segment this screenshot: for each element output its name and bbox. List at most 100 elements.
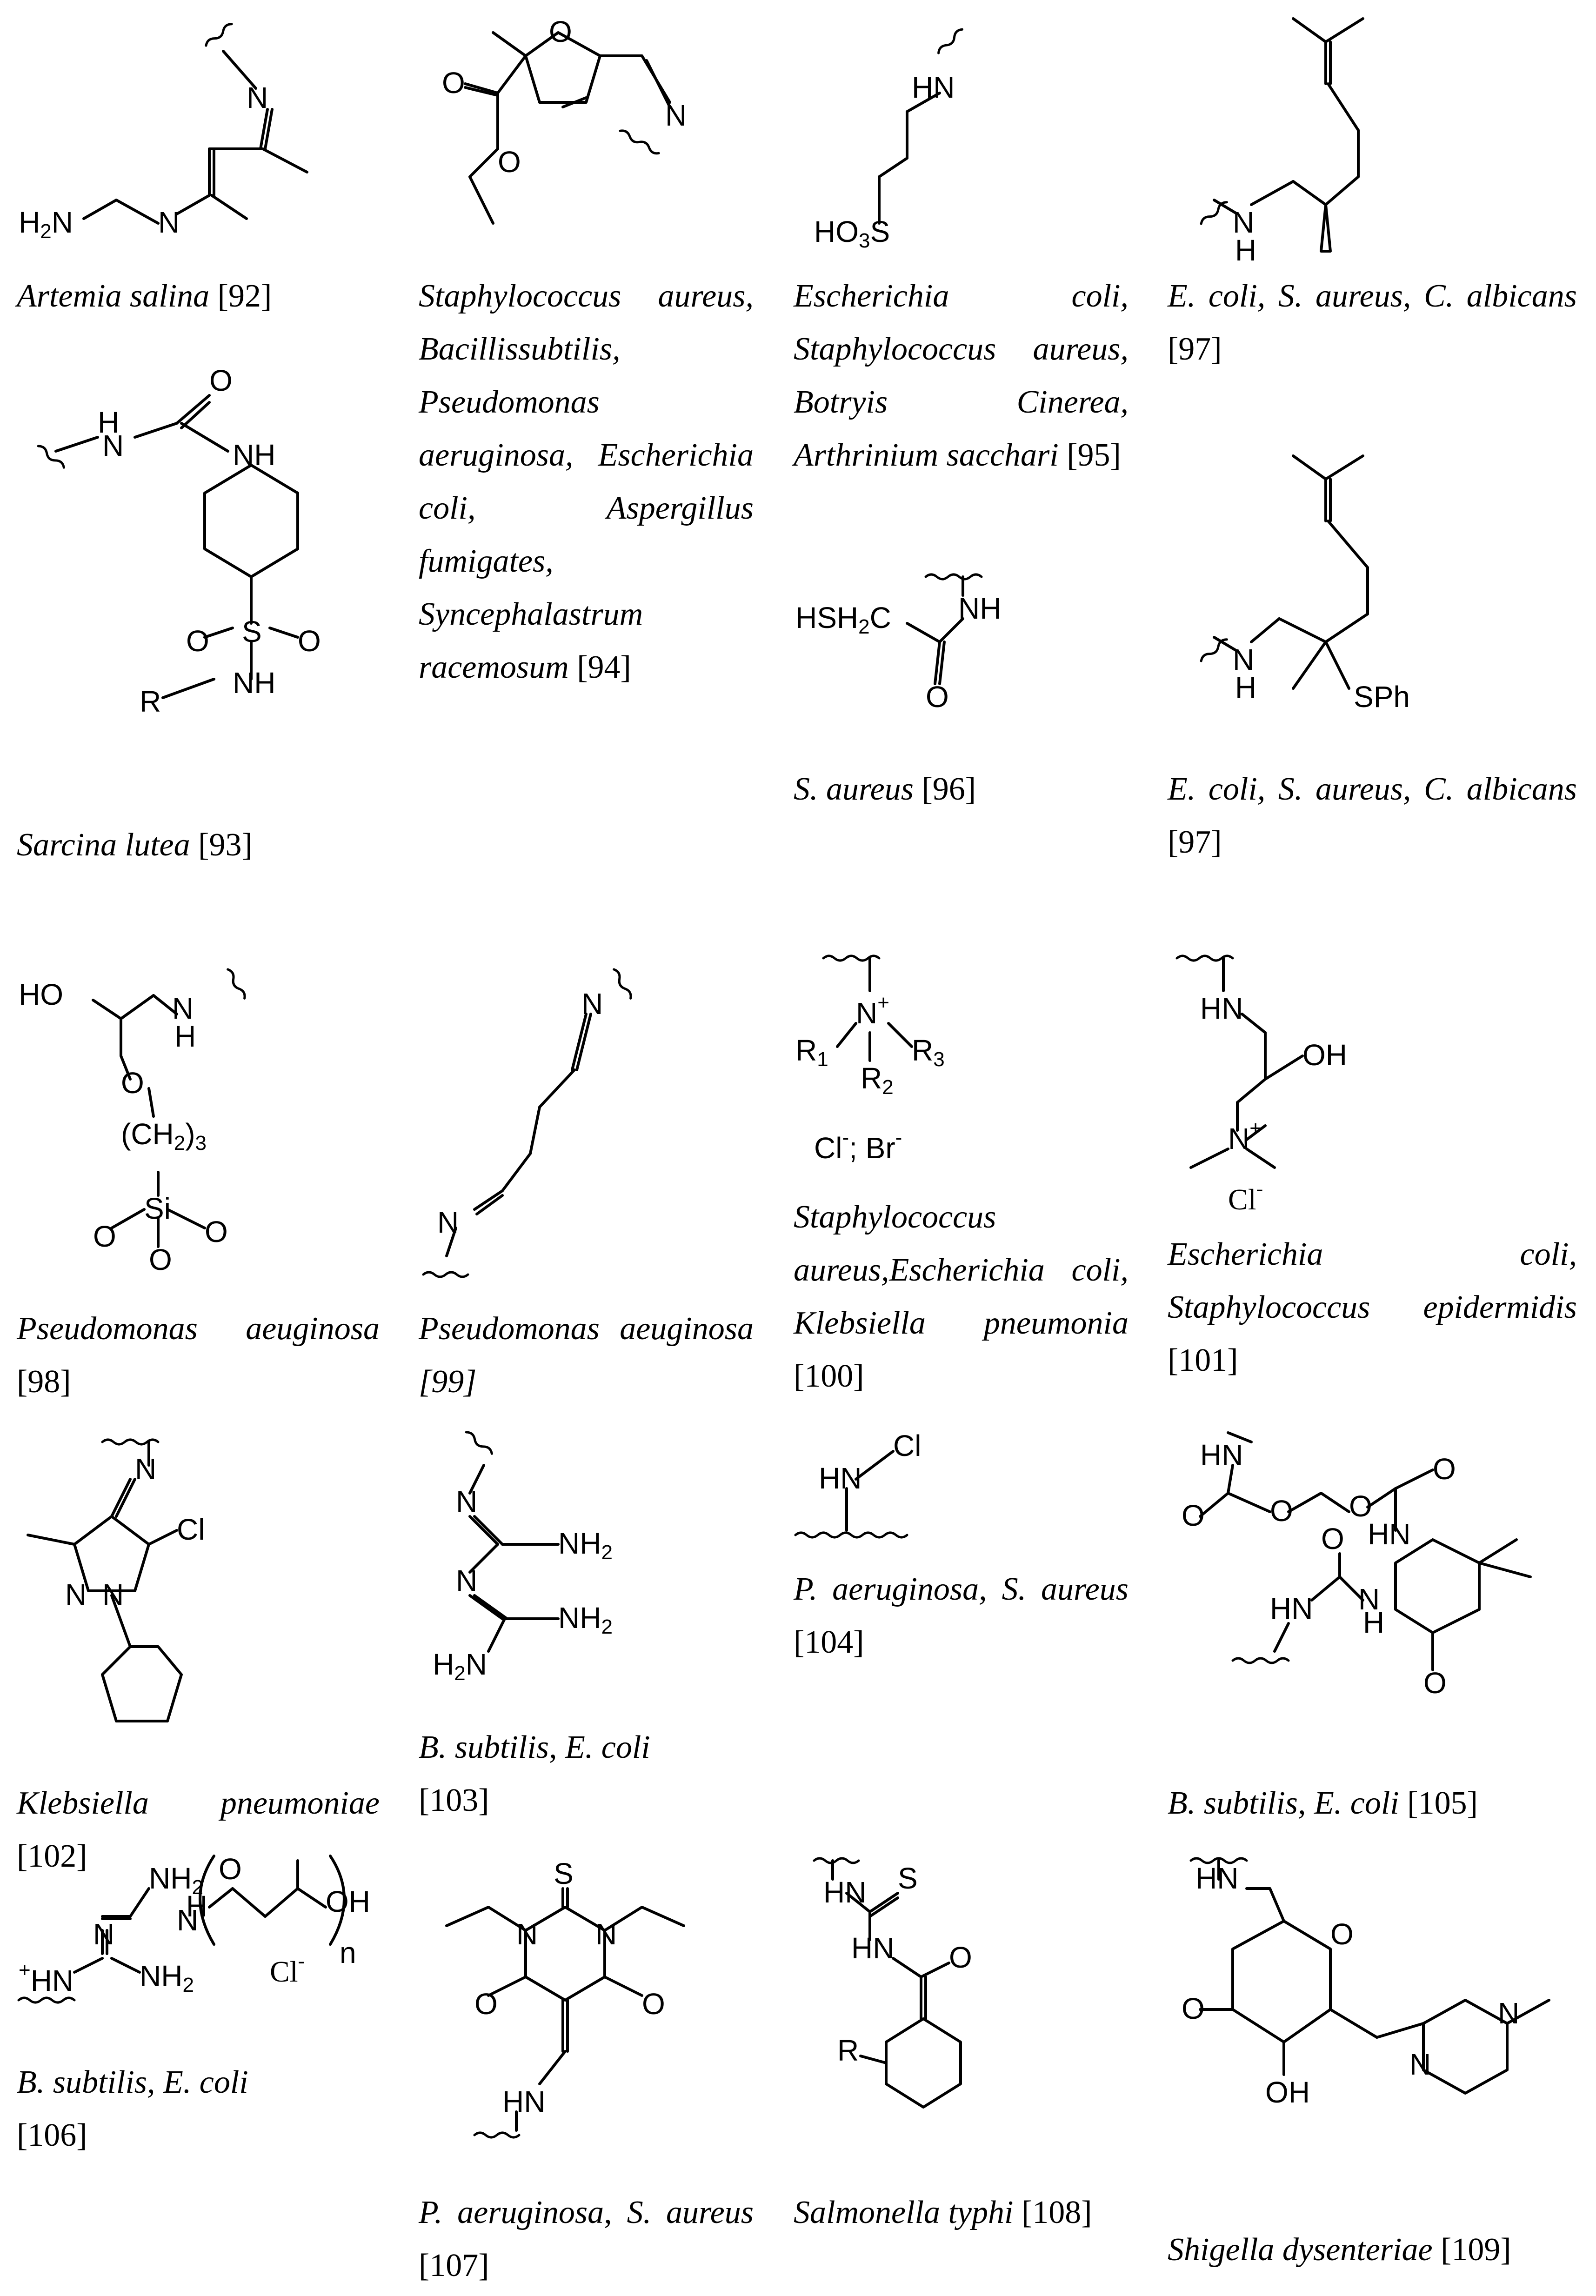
- atom-nh: NH: [233, 666, 275, 700]
- reference: [105]: [1407, 1785, 1478, 1821]
- atom-plus-hn: +HN: [19, 1959, 73, 1997]
- organisms: Escherichia coli, Staphylococcus aureus,…: [794, 278, 1129, 473]
- atom-o: O: [1270, 1494, 1293, 1528]
- structure-10: N+ R1 R3 R2 Cl-; Br-: [795, 954, 945, 1165]
- counter-ion: Cl-: [1228, 1177, 1263, 1216]
- atom-h2n: H2N: [433, 1648, 487, 1685]
- atom-nh2: NH2: [558, 1601, 613, 1638]
- atom-h: H: [174, 1020, 196, 1053]
- atom-n: N: [247, 81, 268, 114]
- reference: [96]: [922, 771, 976, 807]
- organisms: Staphylococcus aureus, Bacillissubtilis,…: [419, 278, 754, 685]
- caption-18: Salmonella typhi [108]: [794, 2186, 1129, 2239]
- atom-o: O: [1330, 1917, 1354, 1951]
- caption-12: Klebsiella pneumoniae [102]: [17, 1777, 380, 1883]
- caption-19: Shigella dysenteriae [109]: [1168, 2223, 1577, 2276]
- atom-s: S: [898, 1862, 918, 1895]
- atom-n: N: [595, 1917, 617, 1951]
- atom-n: N: [65, 1578, 87, 1611]
- structure-13: N NH2 N NH2 H2N: [433, 1431, 613, 1685]
- atom-n: N: [1498, 1996, 1519, 2030]
- reference: [107]: [419, 2248, 489, 2283]
- atom-r3: R3: [912, 1034, 945, 1071]
- reference: [92]: [217, 278, 272, 314]
- organisms: E. coli, S. aureus, C. albicans: [1168, 771, 1577, 807]
- reference: [106]: [17, 2117, 87, 2153]
- reference: [94]: [577, 649, 631, 685]
- atom-h: H: [186, 1889, 207, 1923]
- atom-n: N: [93, 1917, 114, 1951]
- atom-h: H: [1235, 671, 1256, 704]
- atom-o: O: [1433, 1452, 1456, 1486]
- caption-9: Pseudomonas aeuginosa [99]: [419, 1302, 754, 1408]
- structure-15: HN O O O O HN O N H HN O: [1182, 1431, 1532, 1700]
- structure-19: HN O O OH N N: [1182, 1857, 1550, 2109]
- caption-3: Escherichia coli, Staphylococcus aureus,…: [794, 270, 1129, 482]
- atom-so3: HO3S: [814, 215, 890, 252]
- atom-n: N: [1409, 2048, 1431, 2081]
- atom-oh: OH: [1302, 1038, 1347, 1072]
- caption-10: Staphylococcus aureus,Escherichia coli, …: [794, 1191, 1129, 1403]
- atom-hn: HN: [819, 1462, 861, 1495]
- atom-r1: R1: [795, 1034, 828, 1071]
- atom-n: N: [1233, 643, 1254, 676]
- atom-o: O: [149, 1243, 172, 1276]
- subscript-n: n: [340, 1936, 356, 1969]
- atom-n: N: [102, 429, 124, 462]
- structure-7: N H SPh: [1200, 454, 1410, 714]
- caption-2: Staphylococcus aureus, Bacillissubtilis,…: [419, 270, 754, 694]
- atom-n: N: [456, 1485, 477, 1518]
- atom-r2: R2: [861, 1061, 894, 1099]
- atom-si: Si: [144, 1192, 171, 1225]
- atom-hn: HN: [1368, 1517, 1410, 1551]
- atom-hsh2: HSH2C: [795, 601, 891, 638]
- atom-hn: HN: [1195, 1862, 1238, 1895]
- atom-ho: HO: [19, 978, 63, 1011]
- atom-sph: SPh: [1354, 680, 1410, 714]
- organisms: B. subtilis, E. coli: [1168, 1785, 1399, 1821]
- atom-n: N: [581, 987, 603, 1021]
- caption-17: P. aeruginosa, S. aureus [107]: [419, 2186, 754, 2292]
- caption-8: Pseudomonas aeuginosa [98]: [17, 1302, 380, 1408]
- reference: [109]: [1441, 2232, 1511, 2268]
- atom-nplus: N+: [1228, 1117, 1262, 1155]
- organisms: Escherichia coli, Staphylococcus epiderm…: [1168, 1236, 1577, 1325]
- atom-s: S: [242, 615, 262, 648]
- atom-n: N: [172, 992, 194, 1025]
- structure-8: HO N H O (CH2)3 Si O O O: [19, 968, 246, 1276]
- atom-o: O: [1349, 1489, 1372, 1523]
- reference: [93]: [198, 827, 253, 863]
- structure-14: HN Cl: [794, 1429, 921, 1539]
- caption-6: S. aureus [96]: [794, 763, 1129, 816]
- atom-cl: Cl: [177, 1513, 205, 1546]
- atom-nh2: NH2: [140, 1959, 194, 1996]
- atom-s: S: [554, 1857, 574, 1890]
- atom-cl: Cl: [893, 1429, 921, 1462]
- caption-7: E. coli, S. aureus, C. albicans [97]: [1168, 763, 1577, 869]
- reference: [104]: [794, 1624, 864, 1660]
- atom-o: O: [1321, 1522, 1344, 1555]
- atom-oh: OH: [1265, 2076, 1310, 2109]
- atom-n: N: [665, 99, 687, 132]
- caption-4: E. coli, S. aureus, C. albicans [97]: [1168, 270, 1577, 376]
- structure-17: S N N O O HN: [445, 1857, 685, 2139]
- organisms: P. aeruginosa, S. aureus: [419, 2195, 754, 2230]
- atom-o: O: [186, 624, 209, 658]
- atom-hn: HN: [823, 1876, 866, 1909]
- atom-o: O: [1423, 1666, 1447, 1700]
- atom-o: O: [205, 1215, 228, 1248]
- atom-h: H: [1235, 234, 1256, 267]
- reference: [101]: [1168, 1342, 1238, 1378]
- atom-oh: OH: [326, 1885, 370, 1918]
- atom-n: N: [1358, 1582, 1380, 1616]
- caption-14: P. aeruginosa, S. aureus [104]: [794, 1563, 1129, 1669]
- reference: [102]: [17, 1838, 87, 1874]
- atom-o: O: [474, 1987, 498, 2021]
- atom-hn: HN: [912, 71, 955, 104]
- organisms: Artemia salina: [17, 278, 210, 314]
- atom-nh2: NH2: [558, 1527, 613, 1564]
- atom-hn: HN: [1270, 1592, 1313, 1625]
- atom-o: O: [926, 680, 949, 714]
- reference: [99]: [419, 1364, 477, 1400]
- organisms: E. coli, S. aureus, C. albicans: [1168, 278, 1577, 314]
